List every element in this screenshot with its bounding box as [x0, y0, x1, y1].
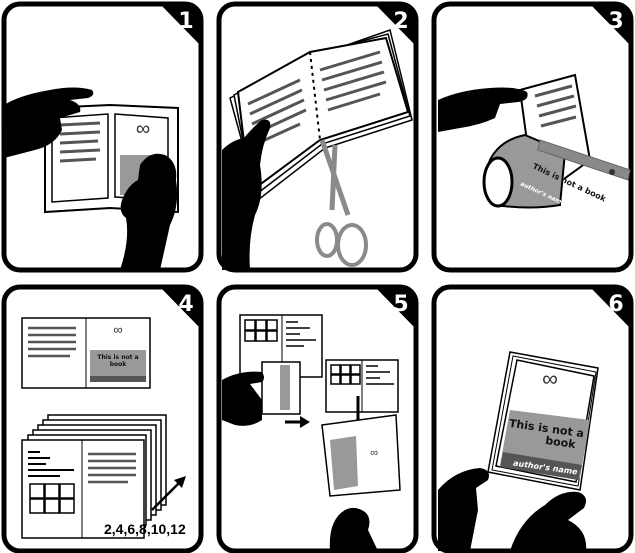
panel-1: 1 ∞	[4, 4, 201, 270]
insert-book: ∞	[322, 360, 400, 496]
infinity-icon: ∞	[542, 366, 558, 391]
image-grid-icon	[30, 484, 74, 513]
infinity-icon: ∞	[136, 118, 150, 140]
step-number: 3	[608, 9, 623, 34]
infinity-icon: ∞	[113, 322, 122, 337]
step-number: 4	[178, 292, 193, 317]
panel-3: 3 This is not a book author's name	[434, 4, 631, 270]
step-number: 1	[178, 9, 193, 34]
cover-title-line1: This is not a	[97, 354, 138, 361]
step-number: 2	[393, 9, 408, 34]
panel-5: 5	[219, 287, 416, 551]
panel-4: 4 ∞ This is not a book	[4, 287, 201, 551]
cover-title-line2: book	[110, 361, 128, 368]
hand-silhouette	[222, 372, 264, 426]
panel-2: 2	[219, 4, 416, 270]
infinity-icon: ∞	[370, 447, 378, 459]
step-number: 5	[393, 292, 408, 317]
panel-6: 6 ∞ This is not a book author's name	[434, 287, 631, 551]
cover-sheet: ∞ This is not a book	[22, 318, 150, 388]
page-numbers-label: 2,4,6,8,10,12	[104, 521, 186, 537]
step-number: 6	[608, 292, 623, 317]
